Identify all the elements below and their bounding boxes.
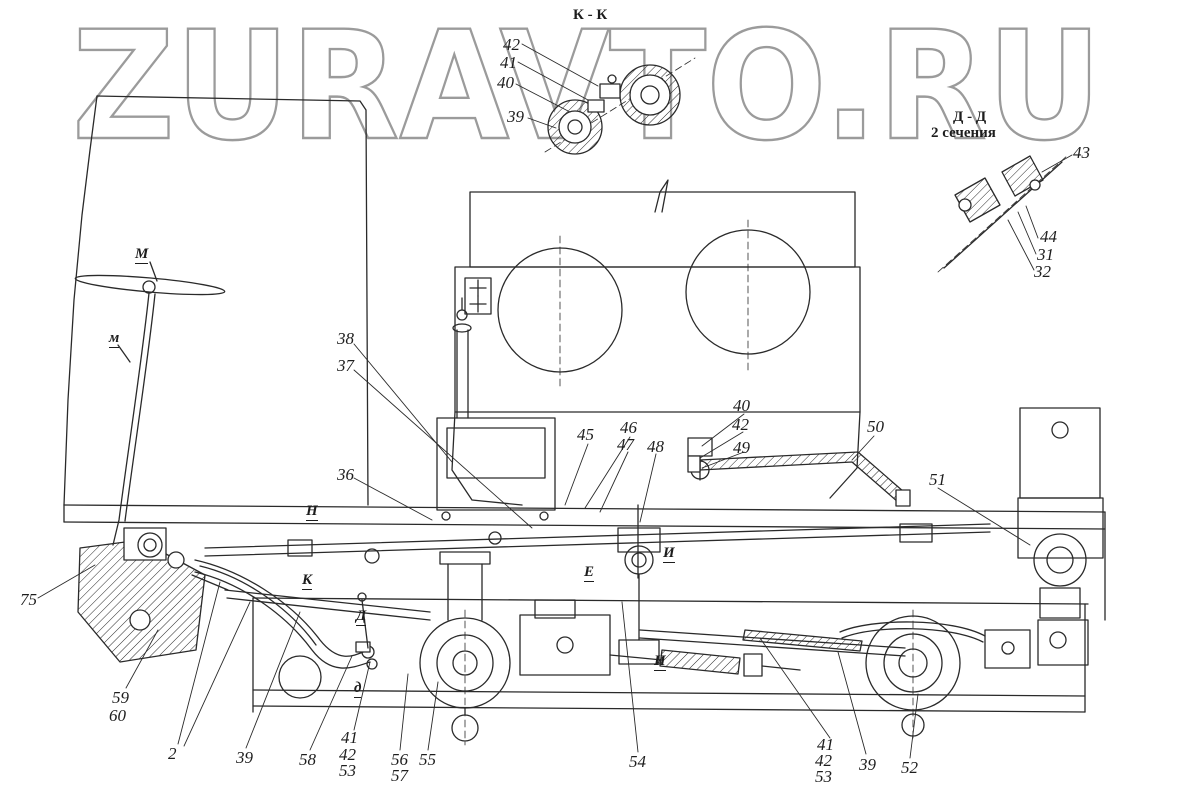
part-callout-53: 53	[815, 767, 832, 786]
part-callout-44: 44	[1040, 227, 1057, 246]
part-callout-32: 32	[1034, 262, 1051, 281]
part-callout-45: 45	[577, 425, 594, 444]
part-callout-2: 2	[168, 744, 177, 763]
steering-pump-unit	[436, 297, 556, 545]
section-title-К - К: К - К	[573, 7, 608, 23]
section-title-Д - Д: Д - Д	[953, 109, 987, 125]
part-callout-59: 59	[112, 688, 129, 707]
hydraulic-hose	[687, 451, 911, 507]
section-title-2 сечения: 2 сечения	[931, 125, 996, 141]
part-callout-36: 36	[337, 465, 354, 484]
view-letter-Е: Е	[584, 564, 595, 582]
leader-lines	[37, 43, 1073, 759]
part-callout-37: 37	[337, 356, 354, 375]
part-callout-39: 39	[507, 107, 524, 126]
part-callout-39: 39	[236, 748, 253, 767]
part-callout-50: 50	[867, 417, 884, 436]
view-letter-м: м	[109, 330, 120, 348]
engine-block	[451, 179, 861, 506]
view-letter-Д: Д	[356, 608, 367, 626]
detail-section-kk	[544, 57, 696, 155]
detail-section-dd	[937, 154, 1069, 273]
part-callout-39: 39	[859, 755, 876, 774]
part-callout-42: 42	[815, 751, 832, 770]
part-callout-51: 51	[929, 470, 946, 489]
part-callout-47: 47	[617, 435, 634, 454]
flexible-hoses	[194, 559, 378, 670]
part-callout-46: 46	[620, 418, 637, 437]
part-callout-53: 53	[339, 761, 356, 780]
front-wheel-hub	[419, 551, 511, 746]
steering-gear-bracket	[77, 527, 229, 663]
center-knuckle	[617, 504, 661, 665]
rear-wheel-hub	[839, 609, 1089, 741]
view-letter-Н: Н	[306, 503, 318, 521]
part-callout-49: 49	[733, 438, 750, 457]
part-callout-41: 41	[341, 728, 358, 747]
part-callout-60: 60	[109, 706, 126, 725]
part-callout-38: 38	[337, 329, 354, 348]
part-callout-42: 42	[503, 35, 520, 54]
part-callout-56: 56	[391, 750, 408, 769]
part-callout-48: 48	[647, 437, 664, 456]
part-callout-43: 43	[1073, 143, 1090, 162]
part-callout-41: 41	[817, 735, 834, 754]
part-callout-40: 40	[497, 73, 514, 92]
part-callout-58: 58	[299, 750, 316, 769]
gearbox-driveshaft	[519, 599, 801, 677]
view-letter-И: И	[663, 545, 675, 563]
right-gear-assembly	[1017, 407, 1104, 619]
lower-tie-rod	[639, 629, 906, 657]
part-callout-57: 57	[391, 766, 408, 785]
part-callout-42: 42	[732, 415, 749, 434]
part-callout-41: 41	[500, 53, 517, 72]
steering-wheel	[74, 261, 226, 546]
cab-outline	[63, 95, 369, 506]
view-letter-д: д	[354, 680, 362, 698]
part-callout-54: 54	[629, 752, 646, 771]
frame-rails	[63, 504, 1106, 713]
view-letter-К: К	[302, 572, 313, 590]
view-letter-И: И	[654, 653, 666, 671]
part-callout-52: 52	[901, 758, 918, 777]
part-callout-55: 55	[419, 750, 436, 769]
part-callout-42: 42	[339, 745, 356, 764]
part-callout-40: 40	[733, 396, 750, 415]
part-callout-31: 31	[1037, 245, 1054, 264]
part-callout-75: 75	[20, 590, 37, 609]
tie-rod	[204, 523, 991, 621]
view-letter-М: М	[135, 246, 149, 264]
